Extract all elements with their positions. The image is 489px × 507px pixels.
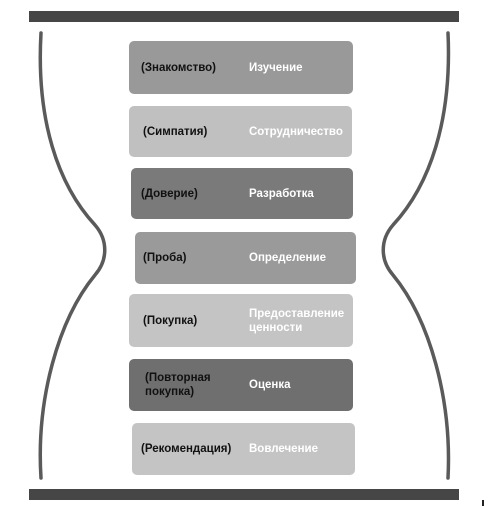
stage-action-label: Определение xyxy=(249,252,326,264)
stage-box-3: (Доверие) Разработка xyxy=(131,168,353,219)
stage-phase-label: (Доверие) xyxy=(141,187,198,200)
stage-box-5: (Покупка) Предоставление ценности xyxy=(129,294,353,347)
stage-action-label: Изучение xyxy=(249,61,303,74)
stage-phase-label: (Покупка) xyxy=(143,314,198,327)
stage-box-1: (Знакомство) Изучение xyxy=(129,41,353,94)
stage-box-2: (Симпатия) Сотрудничество xyxy=(129,106,352,157)
hourglass-bottom-bar xyxy=(29,489,459,500)
stage-phase-label: (Знакомство) xyxy=(141,61,217,74)
stage-action-label: Предоставление ценности xyxy=(249,307,345,334)
stage-action-label: Оценка xyxy=(249,379,291,391)
stage-phase-label: (Симпатия) xyxy=(143,125,208,138)
stage-phase-label: (Повторная покупка) xyxy=(145,372,211,398)
stage-action-label: Сотрудничество xyxy=(249,125,343,138)
stage-box-6: (Повторная покупка) Оценка xyxy=(129,359,353,411)
stage-action-label: Разработка xyxy=(249,187,314,200)
stage-phase-label: (Проба) xyxy=(143,252,187,264)
hourglass-right-curve xyxy=(381,31,451,480)
hourglass-left-curve xyxy=(38,31,107,480)
hourglass-top-bar xyxy=(29,11,459,22)
stage-phase-label: (Рекомендация) xyxy=(141,443,232,455)
stage-box-7: (Рекомендация) Вовлечение xyxy=(132,423,355,475)
corner-mark xyxy=(482,500,484,506)
stage-box-4: (Проба) Определение xyxy=(135,232,356,284)
stage-action-label: Вовлечение xyxy=(249,443,318,455)
